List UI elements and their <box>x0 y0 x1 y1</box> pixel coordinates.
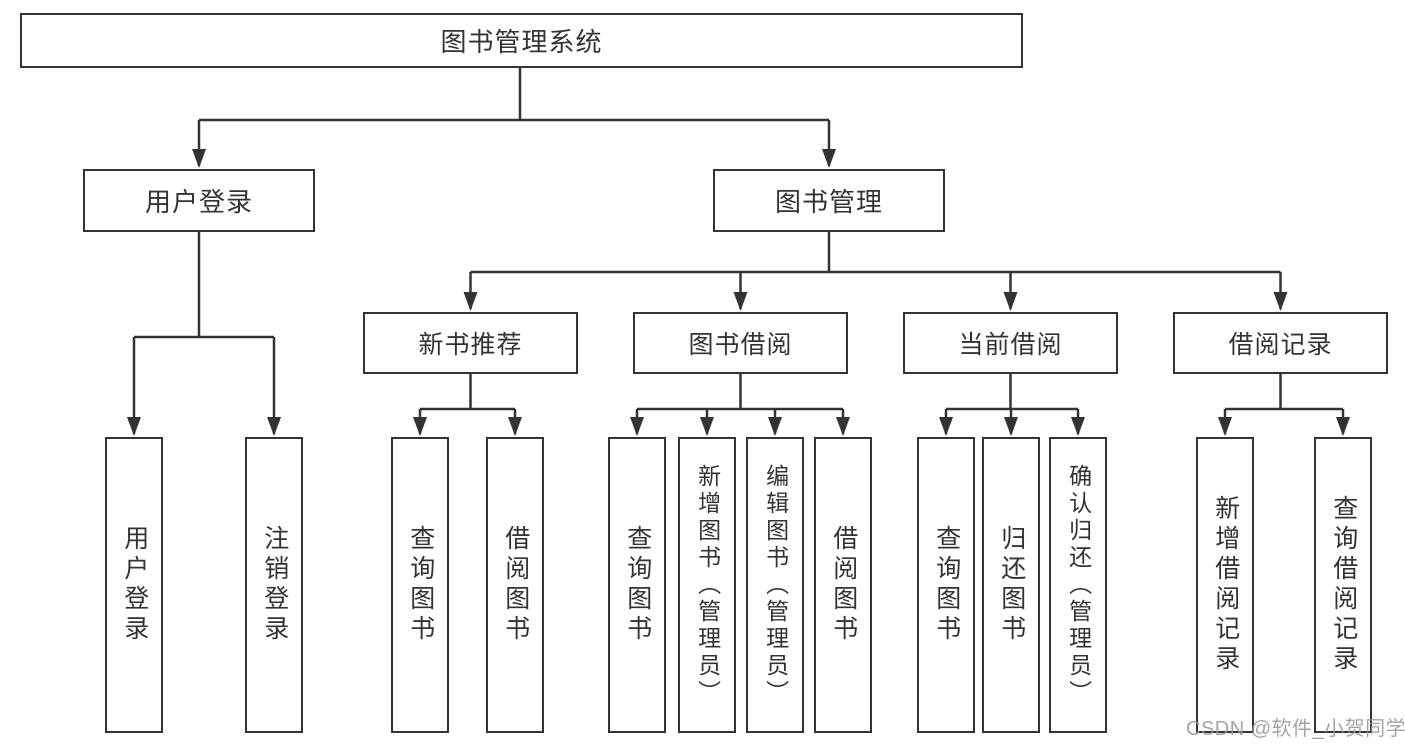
csdn-watermark: CSDN @软件_小贺同学 <box>1186 718 1405 740</box>
arrowheads <box>127 149 1350 436</box>
leaf-query-books-borrow: 查询图书 <box>608 437 666 733</box>
node-library-management-system: 图书管理系统 <box>20 13 1023 68</box>
node-book-borrow: 图书借阅 <box>633 312 848 374</box>
leaf-query-books-recommend: 查询图书 <box>391 437 449 733</box>
leaf-return-book: 归还图书 <box>982 437 1040 733</box>
leaf-confirm-return-admin: 确认归还（管理员） <box>1049 437 1107 733</box>
node-user-login: 用户登录 <box>83 169 315 232</box>
leaf-borrow-books-recommend: 借阅图书 <box>486 437 544 733</box>
leaf-borrow-books: 借阅图书 <box>814 437 872 733</box>
leaf-add-borrow-record: 新增借阅记录 <box>1196 437 1254 733</box>
connector-paths <box>132 68 1345 434</box>
leaf-add-book-admin: 新增图书（管理员） <box>678 437 736 733</box>
leaf-query-borrow-record: 查询借阅记录 <box>1314 437 1372 733</box>
node-current-borrow: 当前借阅 <box>903 312 1118 374</box>
node-borrow-records: 借阅记录 <box>1173 312 1388 374</box>
leaf-user-login: 用户登录 <box>105 437 163 733</box>
node-new-book-recommend: 新书推荐 <box>363 312 578 374</box>
node-book-management: 图书管理 <box>713 169 945 232</box>
leaf-logout: 注销登录 <box>245 437 303 733</box>
leaf-query-books-current: 查询图书 <box>917 437 975 733</box>
leaf-edit-book-admin: 编辑图书（管理员） <box>746 437 804 733</box>
